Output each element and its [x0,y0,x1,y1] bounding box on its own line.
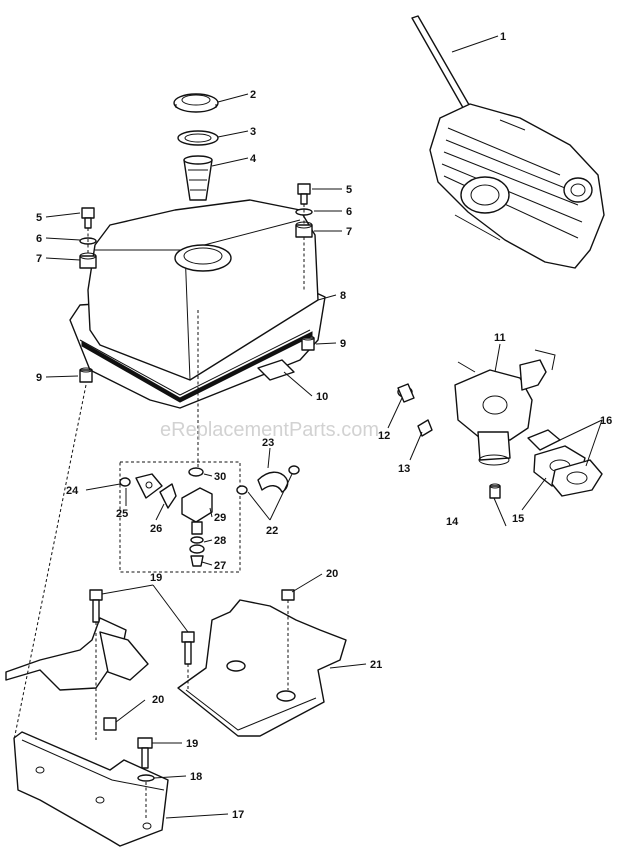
callout-8: 8 [340,290,346,302]
leader-lines [45,35,603,819]
callout-12: 12 [378,430,390,442]
callout-6-left: 6 [36,233,42,245]
carburetor-assembly [397,349,603,499]
callout-29: 29 [214,512,226,524]
callout-10: 10 [316,391,328,403]
callout-20-right: 20 [326,568,338,580]
callout-20-left: 20 [152,694,164,706]
callout-2: 2 [250,89,256,101]
callout-27: 27 [214,560,226,572]
callout-28: 28 [214,535,226,547]
callout-5-right: 5 [346,184,352,196]
callout-labels: 1 2 3 4 5 6 7 5 6 7 8 9 9 10 11 12 13 14… [36,31,612,821]
tank-mount-hardware [79,183,315,383]
callout-4: 4 [250,153,257,165]
callout-6-right: 6 [346,206,352,218]
callout-21: 21 [370,659,382,671]
callout-7-left: 7 [36,253,42,265]
callout-19-bottom: 19 [186,738,198,750]
callout-15: 15 [512,513,524,525]
callout-11: 11 [494,332,506,344]
callout-30: 30 [214,471,226,483]
callout-22: 22 [266,525,278,537]
callout-13: 13 [398,463,410,475]
tank-pad [257,359,295,381]
fuel-valve-group [119,310,300,573]
mounting-brackets [5,384,347,847]
callout-25: 25 [116,508,128,520]
callout-7-right: 7 [346,226,352,238]
fuel-cap-parts [173,93,219,201]
cylinder-head-assembly [411,15,605,269]
callout-5-left: 5 [36,212,42,224]
callout-23: 23 [262,437,274,449]
callout-14: 14 [446,516,459,528]
callout-16: 16 [600,415,612,427]
callout-17: 17 [232,809,244,821]
callout-9-left: 9 [36,372,42,384]
callout-26: 26 [150,523,162,535]
callout-18: 18 [190,771,202,783]
callout-9-right: 9 [340,338,346,350]
callout-24: 24 [66,485,79,497]
callout-19-top: 19 [150,572,162,584]
callout-1: 1 [500,31,506,43]
callout-3: 3 [250,126,256,138]
watermark: eReplacementParts.com [160,419,379,441]
